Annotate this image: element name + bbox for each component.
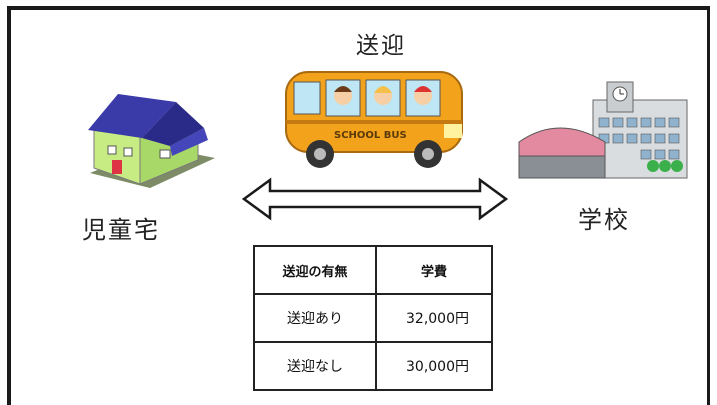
school-building-icon xyxy=(518,81,688,179)
double-arrow-icon xyxy=(241,177,509,221)
header-fee: 学費 xyxy=(375,245,493,295)
row-option: 送迎あり xyxy=(253,293,377,343)
bus-text: SCHOOL BUS xyxy=(334,130,407,141)
school-bus-icon: SCHOOL BUS xyxy=(285,71,463,168)
home-label: 児童宅 xyxy=(82,216,160,244)
row-option: 送迎なし xyxy=(253,341,377,391)
row-fee: 32,000円 xyxy=(375,293,493,343)
row-fee: 30,000円 xyxy=(375,341,493,391)
table-row: 送迎あり 32,000円 xyxy=(253,293,493,343)
fee-table: 送迎の有無 学費 送迎あり 32,000円 送迎なし 30,000円 xyxy=(253,245,493,391)
school-label: 学校 xyxy=(578,206,630,234)
diagram-title: 送迎 xyxy=(356,33,406,59)
table-row: 送迎なし 30,000円 xyxy=(253,341,493,391)
table-header-row: 送迎の有無 学費 xyxy=(253,245,493,295)
header-transport: 送迎の有無 xyxy=(253,245,377,295)
house-icon xyxy=(88,94,215,188)
